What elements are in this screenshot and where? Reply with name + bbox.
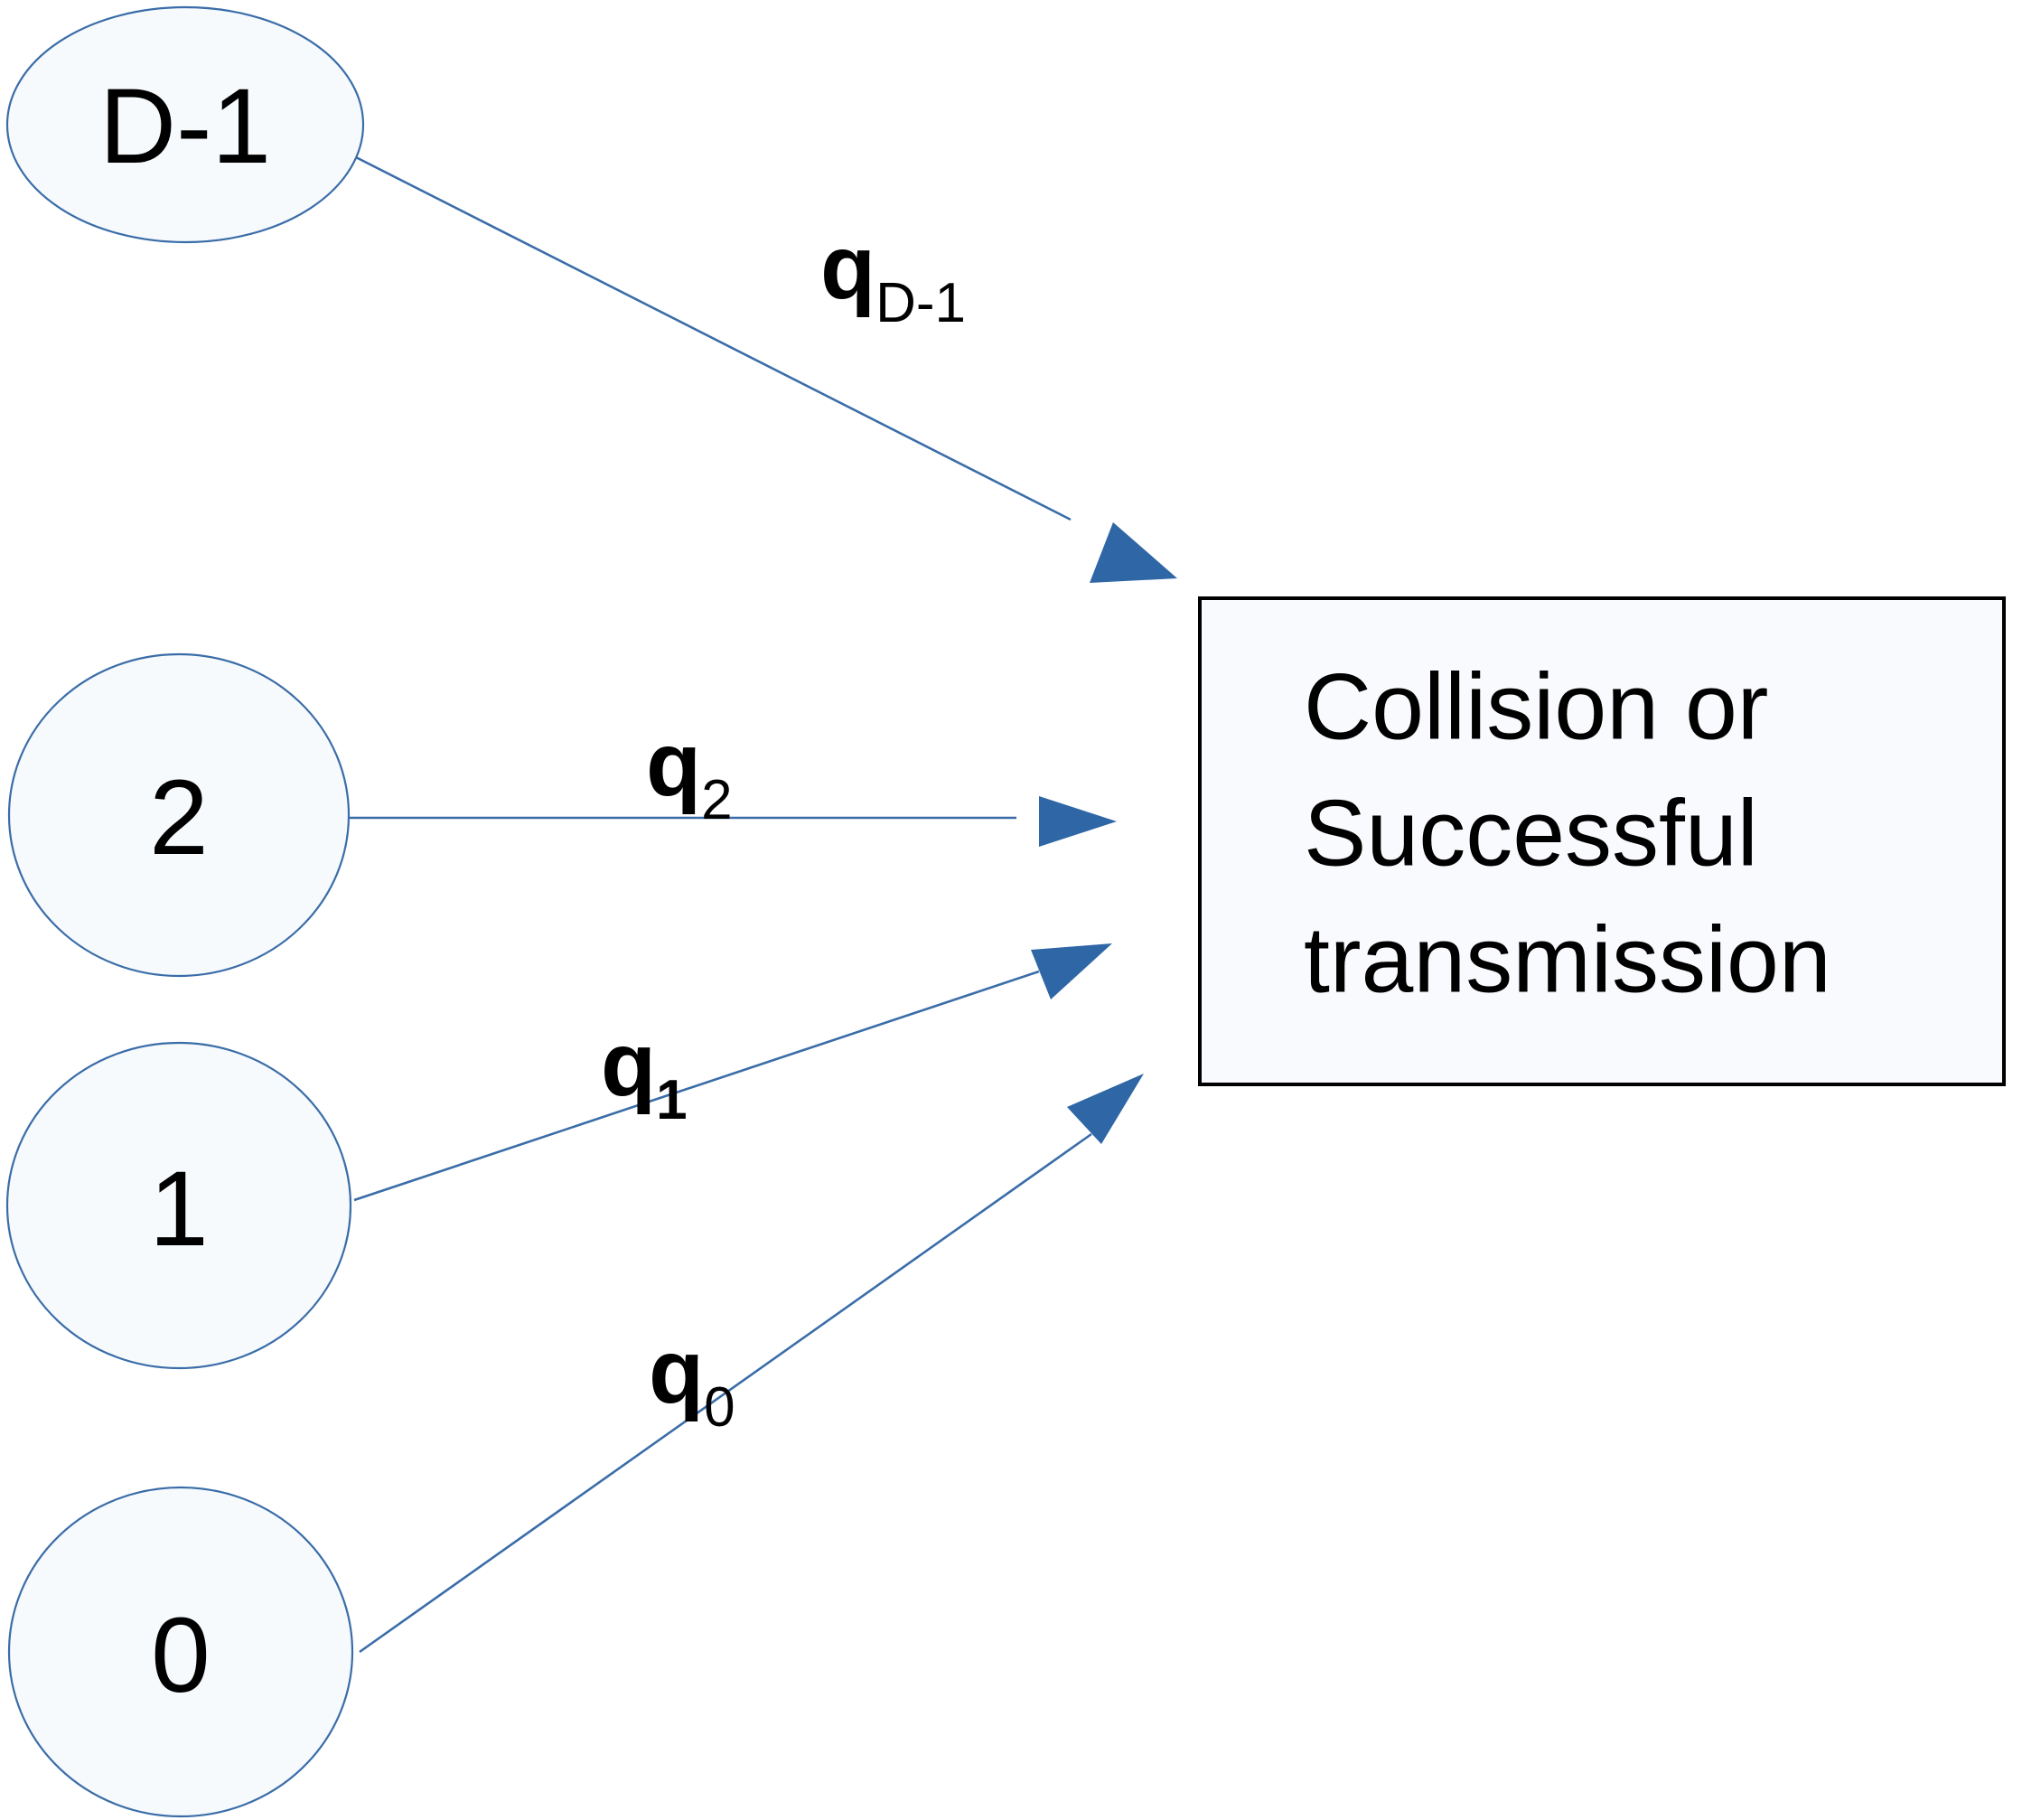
edge-label-d-minus-1-text: qD-1 <box>820 217 966 334</box>
sink-rect[interactable] <box>1198 596 2006 1086</box>
node-0[interactable]: 0 <box>7 1486 354 1818</box>
sink-collision-or-successful-transmission[interactable]: Collision or Successful transmission <box>1198 596 2006 1086</box>
arrow-head-group <box>1031 522 1177 1144</box>
arrow-head-0 <box>1067 1074 1144 1144</box>
edge-label-2-main: q <box>646 714 701 815</box>
node-2-shape[interactable] <box>7 652 351 978</box>
edge-line-1[interactable] <box>353 970 1040 1202</box>
edge-line-d-minus-1[interactable] <box>348 152 1072 521</box>
edge-label-1: q1 <box>601 1014 688 1131</box>
edge-label-d-minus-1-main: q <box>820 217 875 318</box>
node-1-label: 1 <box>149 1149 209 1269</box>
arrow-head-2 <box>1039 796 1117 847</box>
edge-line-0[interactable] <box>359 1132 1092 1654</box>
node-group: D-1 2 1 0 <box>5 5 365 1818</box>
sink-line-2: Successful <box>1304 781 1758 886</box>
edge-label-0-main: q <box>649 1321 704 1422</box>
node-d-minus-1[interactable]: D-1 <box>5 5 365 244</box>
node-2[interactable]: 2 <box>7 652 351 978</box>
edge-label-d-minus-1: qD-1 <box>820 217 966 334</box>
edge-label-2-sub: 2 <box>701 769 732 831</box>
node-0-shape[interactable] <box>7 1486 354 1818</box>
edge-label-0-sub: 0 <box>704 1376 735 1439</box>
edge-label-d-minus-1-sub: D-1 <box>875 272 966 334</box>
node-1[interactable]: 1 <box>5 1041 352 1370</box>
node-d-minus-1-shape[interactable] <box>5 5 365 244</box>
edge-label-2-text: q2 <box>646 714 733 831</box>
arrow-head-1 <box>1031 943 1112 999</box>
edge-label-1-main: q <box>601 1014 656 1115</box>
edge-label-2: q2 <box>646 714 733 831</box>
sink-line-3: transmission <box>1304 907 1831 1012</box>
edge-label-1-sub: 1 <box>656 1069 687 1131</box>
edge-label-group: qD-1 q2 q1 q0 <box>601 217 966 1439</box>
node-2-label: 2 <box>149 758 209 877</box>
node-d-minus-1-label: D-1 <box>99 67 271 186</box>
arrow-head-d-minus-1 <box>1090 522 1177 583</box>
sink-line-1: Collision or <box>1304 654 1768 759</box>
node-1-shape[interactable] <box>5 1041 352 1370</box>
edge-label-0: q0 <box>649 1321 735 1439</box>
node-0-label: 0 <box>151 1596 211 1715</box>
edge-label-1-text: q1 <box>601 1014 688 1131</box>
edge-group <box>348 152 1092 1654</box>
edge-label-0-text: q0 <box>649 1321 735 1439</box>
